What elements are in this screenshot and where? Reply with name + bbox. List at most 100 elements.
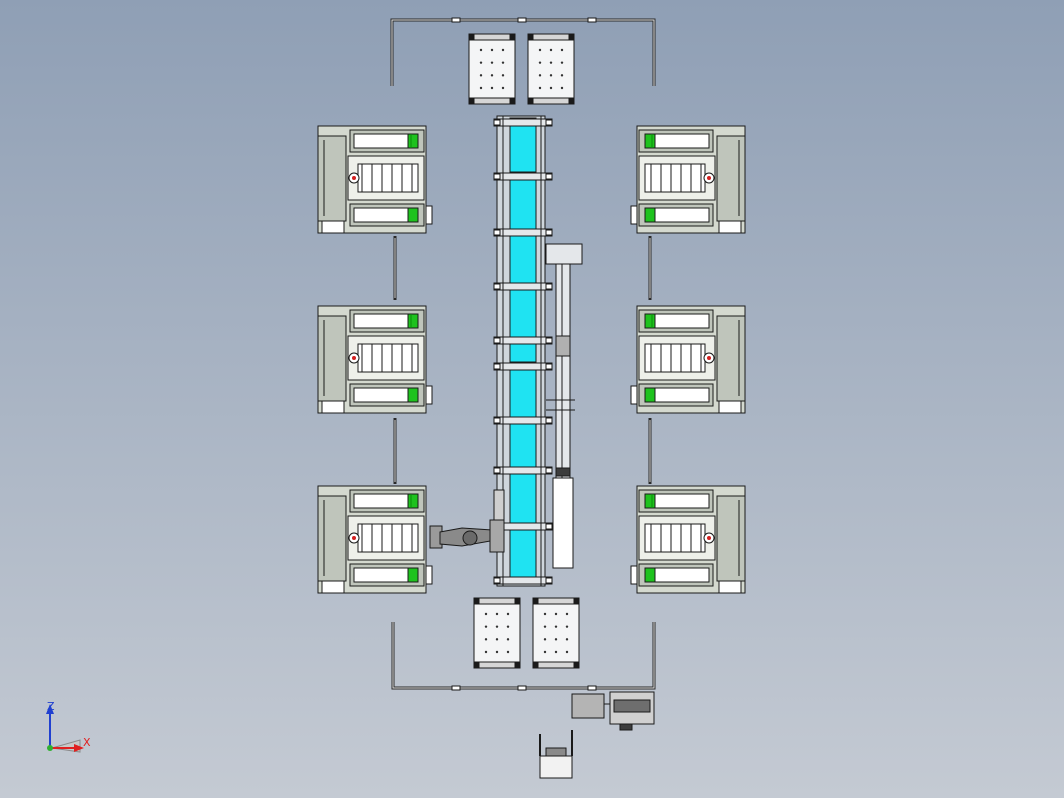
pallet-corner-3 xyxy=(468,98,475,105)
loading-base xyxy=(539,755,573,779)
crossbar-clamp-r xyxy=(545,523,553,530)
conveyor-pallet-3 xyxy=(509,235,537,285)
pallet-rail-bottom xyxy=(473,661,521,669)
side-door xyxy=(716,495,746,582)
control-screen xyxy=(353,313,409,329)
fence-bottom-highlight xyxy=(392,622,655,689)
secondary-screen xyxy=(353,567,409,583)
pallet-hole xyxy=(501,74,505,77)
pallet-hole xyxy=(501,61,505,64)
pallet-hole xyxy=(538,86,542,90)
pallet-hole xyxy=(554,650,558,654)
crossbar-clamp-r xyxy=(545,173,553,180)
pallet-rail-bottom xyxy=(468,97,516,105)
pallet-hole xyxy=(479,86,483,90)
crossbar-clamp-r xyxy=(545,467,553,474)
fence-joint-6 xyxy=(587,685,597,691)
pallet-corner-4 xyxy=(568,98,575,105)
secondary-screen xyxy=(654,567,710,583)
pallet-hole xyxy=(554,625,558,628)
control-screen xyxy=(654,313,710,329)
crossbar-clamp-l xyxy=(493,173,501,180)
gantry-head xyxy=(545,243,583,265)
pallet-hole xyxy=(565,625,569,628)
robot-base xyxy=(489,519,505,553)
crossbar-clamp-r xyxy=(545,283,553,290)
spindle-left-core xyxy=(352,356,356,360)
pallet-hole xyxy=(565,612,569,616)
pallet-hole xyxy=(490,74,494,77)
fixture-table xyxy=(644,343,706,373)
status-indicator xyxy=(407,313,419,329)
loading-station xyxy=(539,730,573,779)
pallet-corner-2 xyxy=(568,33,575,40)
pallet-hole xyxy=(506,612,510,616)
robot-wrist-joint xyxy=(462,530,478,546)
gantry-carriage xyxy=(552,477,574,569)
pallet-hole xyxy=(543,625,547,628)
pallet-rail-top xyxy=(532,597,580,605)
fixture-table xyxy=(357,343,419,373)
base-foot xyxy=(718,580,742,594)
pallet-bottom-1 xyxy=(473,597,521,669)
pallet-hole xyxy=(549,48,553,52)
control-cabinet xyxy=(571,691,655,731)
fixture-table xyxy=(644,523,706,553)
axis-triad: ZX xyxy=(46,700,91,753)
secondary-indicator xyxy=(644,387,656,403)
pallet-hole xyxy=(506,638,510,641)
spindle-left-core xyxy=(707,176,711,180)
pallet-hole xyxy=(495,625,499,628)
loading-fixture xyxy=(545,747,567,757)
secondary-screen xyxy=(654,207,710,223)
base-foot xyxy=(321,400,345,414)
crossbar-clamp-r xyxy=(545,229,553,236)
pallet-hole xyxy=(543,650,547,654)
pallet-corner-2 xyxy=(509,33,516,40)
pallet-corner-3 xyxy=(532,662,539,669)
pallet-plate xyxy=(468,33,516,105)
pallet-hole xyxy=(543,638,547,641)
pallet-hole xyxy=(484,612,488,616)
pallet-top-2 xyxy=(527,33,575,105)
secondary-screen xyxy=(353,207,409,223)
crossbar-clamp-l xyxy=(493,467,501,474)
pallet-corner-2 xyxy=(573,597,580,604)
pallet-corner-1 xyxy=(532,597,539,604)
pallet-hole xyxy=(538,74,542,77)
pallet-hole xyxy=(490,61,494,64)
cabinet-left xyxy=(571,693,605,719)
pallet-hole xyxy=(495,612,499,616)
side-box xyxy=(425,385,433,405)
base-foot xyxy=(718,400,742,414)
safety-fence xyxy=(390,17,656,691)
pallet-hole xyxy=(549,61,553,64)
crossbar-clamp-l xyxy=(493,337,501,344)
pallet-corner-3 xyxy=(527,98,534,105)
crossbar-clamp-l xyxy=(493,119,501,126)
side-box xyxy=(630,565,638,585)
crossbar-clamp-r xyxy=(545,363,553,370)
pallet-rail-top xyxy=(468,33,516,41)
cnc-machine-left-2 xyxy=(317,305,433,414)
pallet-hole xyxy=(495,650,499,654)
pallet-corner-1 xyxy=(527,33,534,40)
gantry-motor xyxy=(555,335,571,357)
pallet-hole xyxy=(554,612,558,616)
pallet-hole xyxy=(538,48,542,52)
loading-arms xyxy=(539,730,573,756)
pallet-top-1 xyxy=(468,33,516,105)
fence-joint-4 xyxy=(451,685,461,691)
pallet-hole xyxy=(495,638,499,641)
pallet-hole xyxy=(484,650,488,654)
robot-column xyxy=(493,489,505,521)
secondary-indicator xyxy=(644,567,656,583)
gantry-stop xyxy=(555,467,571,477)
pallet-hole xyxy=(506,625,510,628)
fence-joint-5 xyxy=(517,685,527,691)
pallet-corner-3 xyxy=(473,662,480,669)
pallet-hole xyxy=(560,61,564,64)
pallet-hole xyxy=(549,74,553,77)
secondary-indicator xyxy=(407,567,419,583)
